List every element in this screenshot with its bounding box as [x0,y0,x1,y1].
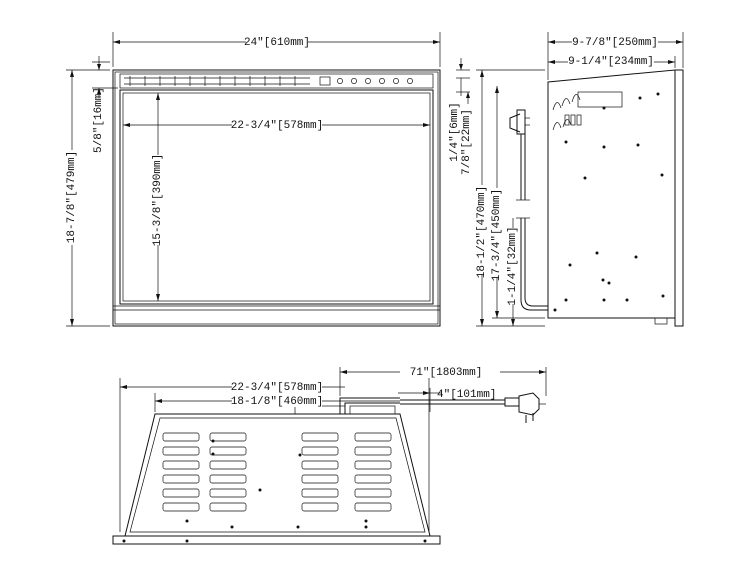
front-inner-height-label: 15-3/8″[390mm] [152,154,164,246]
firebox-inner [122,92,431,302]
side-front-flange [674,69,684,327]
cord-exit-label: 4″[101mm] [437,389,496,401]
firebox-glass [119,89,434,305]
cord-run [339,397,400,414]
front-inner-frame [114,71,439,325]
display-window [319,76,331,86]
side-body-height-label: 17-3/4″[450mm] [491,189,503,281]
control-panel [319,76,413,86]
power-cord-side [509,109,548,311]
side-depth-label: 9-7/8″[250mm] [572,37,658,49]
top-trim [119,73,434,89]
control-button [337,78,343,84]
side-top-offset-label: 7/8″[22mm] [461,109,473,175]
cord-offset-label: 1-1/4″[32mm] [507,226,519,305]
front-outer-frame [112,69,441,327]
top-screws [122,439,427,543]
control-button [379,78,385,84]
top-rear-width-label: 18-1/8″[460mm] [231,396,323,408]
control-button [351,78,357,84]
front-height-label: 18-7/8″[479mm] [66,151,78,243]
control-button [393,78,399,84]
top-view: 22-3/4″[578mm] 18-1/8″[460mm] 71″[1803mm… [112,365,547,545]
front-view: 24″[610mm] 22-3/4″[578mm] 15-3/8″[390mm]… [64,32,441,327]
top-vent-slots [162,432,392,512]
side-vents [552,94,582,131]
top-back-width-label: 22-3/4″[578mm] [231,382,323,394]
vent-slots [124,76,310,86]
side-height-label: 18-1/2″[470mm] [476,186,488,278]
side-screws [553,92,665,312]
power-plug-top [400,392,546,423]
top-base-plate [112,535,441,545]
side-view: 9-7/8″[250mm] 9-1/4″[234mm] 1/4″[6mm] 7/… [449,32,684,327]
side-label-plate [577,91,623,108]
top-bracket [349,405,396,415]
control-button [407,78,413,84]
side-body-depth-label: 9-1/4″[234mm] [568,56,654,68]
front-top-trim-label: 5/8″[16mm] [93,87,105,153]
cord-length-label: 71″[1803mm] [410,367,483,379]
control-button [365,78,371,84]
side-foot [654,317,668,325]
front-inner-width-label: 22-3/4″[578mm] [231,120,323,132]
front-width-label: 24″[610mm] [244,37,310,49]
side-flange-label: 1/4″[6mm] [449,102,461,161]
